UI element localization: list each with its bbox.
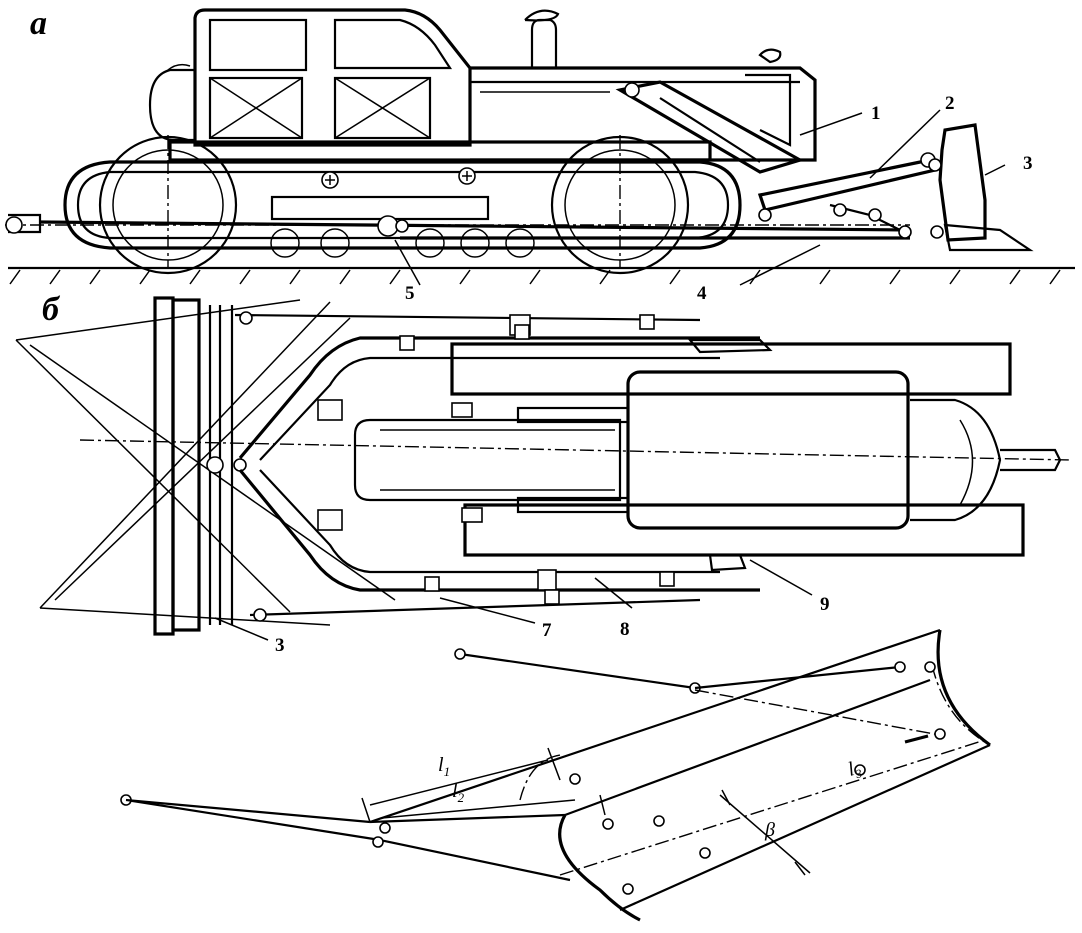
leaders-a <box>394 109 1006 286</box>
tractor-body-plan <box>353 342 1062 557</box>
part-number-9: 9 <box>820 594 830 615</box>
part-number-1: 1 <box>871 103 881 124</box>
symbol-l1: l1 <box>438 754 450 779</box>
part-number-4: 4 <box>697 283 707 304</box>
blade-geometry: l1 l2 l₃ β <box>120 628 991 922</box>
part-number-8: 8 <box>620 619 630 640</box>
centre-line <box>79 439 1071 461</box>
angle-beta <box>719 789 811 876</box>
lift-cylinder <box>615 73 805 174</box>
part-number-5: 5 <box>405 283 415 304</box>
blade-side <box>898 123 1034 252</box>
leaders-b <box>214 559 813 641</box>
part-number-2: 2 <box>945 93 955 114</box>
symbol-l3: l₃ <box>846 756 864 781</box>
side-view: а <box>5 5 1075 304</box>
blade-top-edge <box>936 629 991 747</box>
push-frame-plan <box>234 311 760 622</box>
panel-label-a: а <box>30 5 47 42</box>
symbol-beta: β <box>764 819 775 841</box>
push-frame <box>5 213 911 240</box>
ground-hatching <box>9 269 1061 285</box>
panel-label-b: б <box>42 291 61 328</box>
dimension-lines <box>361 747 606 823</box>
blade-bottom-edge <box>558 814 641 922</box>
part-number-3a: 3 <box>1023 153 1033 174</box>
part-number-3b: 3 <box>275 635 285 656</box>
part-number-7: 7 <box>542 620 552 641</box>
blade-plan <box>153 296 247 636</box>
track-assembly <box>63 135 742 275</box>
rear-tank <box>148 68 195 142</box>
pivot-joints <box>317 314 773 605</box>
symbol-l2: l2 <box>452 780 465 805</box>
operator-cab <box>193 8 472 147</box>
plan-view: б <box>15 291 1071 656</box>
